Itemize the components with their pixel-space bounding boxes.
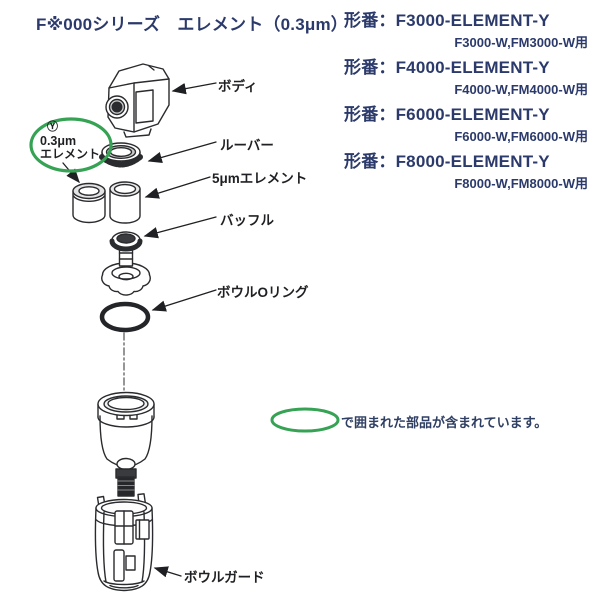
model-number: 形番：F8000-ELEMENT-Y <box>344 152 550 171</box>
label-arrows <box>62 82 217 578</box>
bowl-guard-arrow <box>153 566 182 578</box>
model-row: 形番：F8000-ELEMENT-Y F8000-W,FM8000-W用 <box>344 150 591 193</box>
model-row: 形番：F4000-ELEMENT-Y F4000-W,FM4000-W用 <box>344 56 591 99</box>
baffle-arrow <box>143 216 217 239</box>
model-row: 形番：F6000-ELEMENT-Y F6000-W,FM6000-W用 <box>344 103 591 146</box>
element-03um-label-line2: エレメント <box>40 147 101 161</box>
model-number-list: 形番：F3000-ELEMENT-Y F3000-W,FM3000-W用 形番：… <box>344 9 591 197</box>
green-highlight-ellipse <box>29 117 113 173</box>
model-number: 形番：F6000-ELEMENT-Y <box>344 105 550 124</box>
model-applies-to: F6000-W,FM6000-W用 <box>454 129 588 144</box>
bowl-part <box>97 391 155 497</box>
bowl-guard-part <box>94 493 154 592</box>
element-5um-part <box>109 181 141 224</box>
model-applies-to: F4000-W,FM4000-W用 <box>454 82 588 97</box>
circled-y-icon: Ⓨ <box>47 121 58 133</box>
bowl-oring-label: ボウルOリング <box>217 285 309 300</box>
page-title: F※000シリーズ エレメント（0.3μm） <box>36 15 348 34</box>
model-number: 形番：F3000-ELEMENT-Y <box>344 11 550 30</box>
model-row: 形番：F3000-ELEMENT-Y F3000-W,FM3000-W用 <box>344 9 591 52</box>
element-5um-arrow <box>144 176 211 199</box>
legend-note: で囲まれた部品が含まれています。 <box>341 415 548 430</box>
louver-label: ルーバー <box>220 138 274 153</box>
element-5um-label: 5μmエレメント <box>212 171 308 186</box>
baffle-label: バッフル <box>220 213 274 228</box>
body-arrow <box>171 82 217 95</box>
bowl-oring-part <box>99 301 151 333</box>
baffle-part <box>101 231 151 296</box>
louver-arrow <box>147 141 217 163</box>
model-number: 形番：F4000-ELEMENT-Y <box>344 58 550 77</box>
model-applies-to: F8000-W,FM8000-W用 <box>454 176 588 191</box>
bowl-guard-label: ボウルガード <box>184 570 265 585</box>
model-applies-to: F3000-W,FM3000-W用 <box>454 35 588 50</box>
element-03um-part <box>72 182 106 224</box>
bowl-oring-arrow <box>151 289 217 312</box>
element-03um-label-line1: 0.3μm <box>40 134 77 148</box>
filter-body-part <box>105 63 170 138</box>
body-label: ボディ <box>218 79 258 94</box>
green-legend-ellipse <box>270 407 340 433</box>
